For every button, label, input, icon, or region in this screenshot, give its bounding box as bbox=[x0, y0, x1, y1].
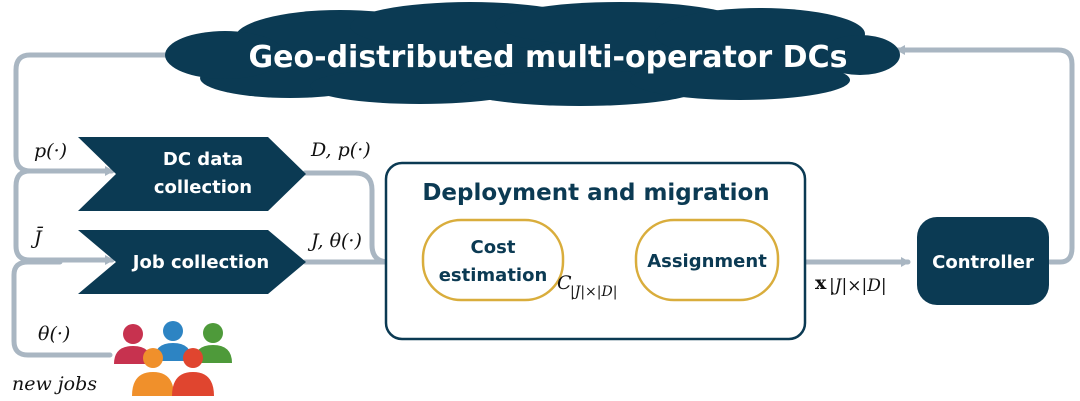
math-p-in: p(·) bbox=[34, 140, 67, 162]
dc-collection-label-1: DC data bbox=[163, 149, 243, 170]
arrow-cloud-to-job-collection bbox=[13, 168, 115, 265]
new-jobs-label: new jobs bbox=[12, 373, 97, 395]
math-j-theta: J, θ(·) bbox=[307, 230, 362, 252]
assignment-box bbox=[634, 218, 780, 302]
dc-collection-shape bbox=[78, 137, 306, 211]
arrow-controller-to-cloud bbox=[895, 45, 1075, 265]
cloud-label: Geo-distributed multi-operator DCs bbox=[249, 40, 848, 75]
users-group-icon bbox=[114, 321, 232, 396]
controller-box bbox=[917, 217, 1049, 305]
cost-estimation-box bbox=[421, 218, 565, 302]
cost-estimation-label-2: estimation bbox=[439, 265, 548, 286]
controller-label: Controller bbox=[932, 252, 1034, 273]
math-c-sub: |J|×|D| bbox=[570, 284, 617, 300]
dc-cloud bbox=[165, 2, 900, 106]
math-j-bar: J̄ bbox=[30, 226, 44, 249]
assignment-label: Assignment bbox=[647, 251, 767, 272]
arrow-new-jobs-to-job-collection bbox=[11, 259, 113, 358]
deployment-panel-title: Deployment and migration bbox=[422, 180, 769, 206]
job-collection-shape bbox=[78, 230, 306, 294]
dc-collection-label-2: collection bbox=[154, 177, 252, 198]
job-collection-label: Job collection bbox=[131, 252, 269, 273]
math-x-sub: |J|×|D| bbox=[829, 276, 887, 296]
math-c-main: C bbox=[557, 272, 572, 294]
math-theta: θ(·) bbox=[38, 323, 70, 345]
math-d-p-out: D, p(·) bbox=[310, 139, 371, 161]
cost-estimation-label-1: Cost bbox=[471, 237, 516, 258]
math-x-main: x bbox=[815, 272, 827, 294]
